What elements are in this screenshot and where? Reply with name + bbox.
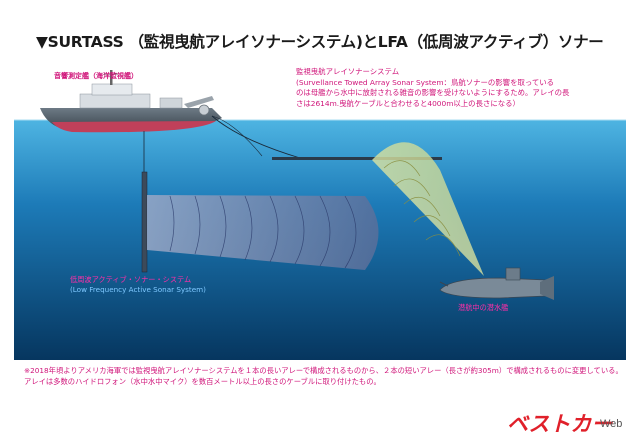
surtass-description: 監視曳航アレイソナーシステム (Survellance Towed Array … — [296, 67, 569, 109]
footnote: ※2018年頃よりアメリカ海軍では監視曳航アレイソナーシステムを１本の長いアレー… — [24, 366, 623, 388]
publisher-logo-suffix: Web — [600, 418, 623, 430]
lfa-name-en: (Low Frequency Active Sonar System) — [70, 285, 206, 294]
footnote-line-1: ※2018年頃よりアメリカ海軍では監視曳航アレイソナーシステムを１本の長いアレー… — [24, 366, 623, 375]
surveillance-ship — [40, 70, 222, 133]
lfa-sound-cone — [147, 195, 379, 270]
lfa-name-jp: 低周波アクティブ・ソナー・システム — [70, 275, 192, 284]
ship-crane — [159, 97, 183, 109]
ship-stern-crane — [184, 96, 214, 108]
lfa-description: 低周波アクティブ・ソナー・システム (Low Frequency Active … — [70, 275, 206, 295]
submarine-sail — [505, 267, 521, 281]
submarine-tail-fin — [540, 276, 554, 300]
ship-tow-reel — [198, 104, 210, 116]
surtass-name-jp: 監視曳航アレイソナーシステム — [296, 67, 400, 76]
submarine-label: 潜航中の潜水艦 — [458, 303, 509, 312]
publisher-logo: ベストカー — [507, 412, 613, 436]
tow-cable — [211, 115, 301, 159]
ship-bridge — [91, 83, 133, 96]
diagram-title: ▼SURTASS （監視曳航アレイソナーシステム)とLFA（低周波アクティブ）ソ… — [36, 33, 604, 51]
tow-cable-tail — [211, 115, 263, 157]
ship-label: 音響測定艦（海洋監視艦） — [54, 72, 138, 80]
detection-wavefronts — [383, 160, 461, 257]
surtass-desc-2: のは母艦から水中に放射される雑音の影響を受けないようにするため。アレイの長 — [296, 88, 570, 97]
surtass-line-1: (Survellance Towed Array Sonar System：鳥航… — [296, 78, 569, 89]
lfa-wavefronts — [169, 195, 357, 269]
ship-waterline — [52, 121, 216, 133]
surtass-name-en: (Survellance Towed Array Sonar System： — [296, 77, 451, 87]
surtass-desc-1: 鳥航ソナーの影響を取っている — [450, 77, 555, 87]
ship-mast — [110, 70, 113, 85]
footnote-line-2: アレイは多数のハイドロフォン（水中水中マイク）を数百メートル以上の長さのケーブル… — [24, 376, 381, 386]
submarine-bow-plane — [439, 281, 449, 287]
array-detection-cone — [372, 142, 484, 276]
lfa-transmitter-array — [141, 171, 148, 273]
submarine — [439, 267, 554, 300]
towed-array — [272, 157, 442, 160]
ship-superstructure — [79, 93, 151, 109]
surtass-desc-3: さは2614m.曳航ケーブルと合わせると4000m以上の長さになる） — [296, 98, 520, 108]
